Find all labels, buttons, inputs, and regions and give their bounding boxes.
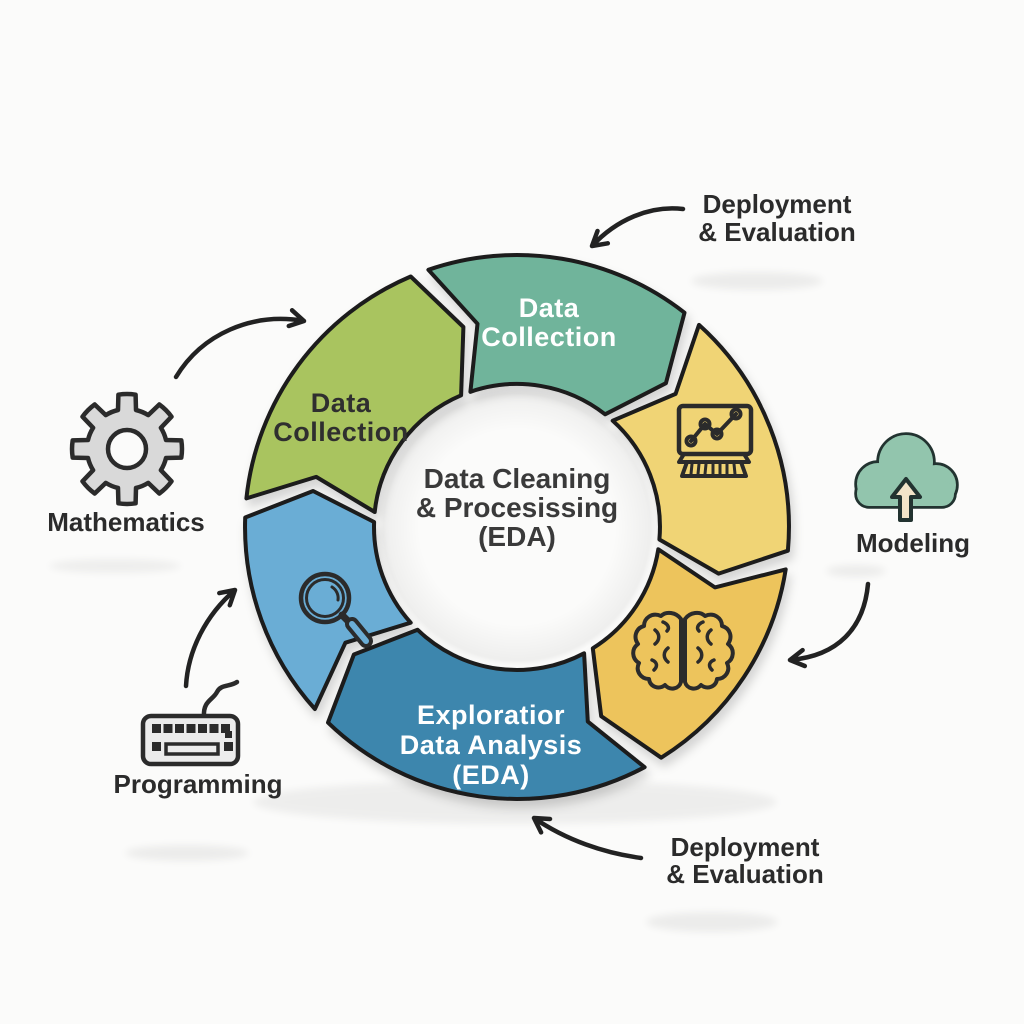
shadow-mathematics <box>49 559 181 573</box>
segment-exploratory-data-analysis <box>326 627 647 801</box>
callout-mathematics-label: Mathematics <box>47 507 205 537</box>
callout-deployment-top-line-1: Deployment <box>703 189 852 219</box>
segment-label-eda-1: Exploratior <box>417 700 565 730</box>
segment-label-data-collection-left-2: Collection <box>273 417 409 447</box>
brain-icon <box>631 610 735 691</box>
shadow-top-right <box>691 272 823 290</box>
segment-label-eda-2: Data Analysis <box>400 730 583 760</box>
arrow-to-data-collection-top <box>589 206 686 249</box>
process-ring <box>243 253 791 801</box>
callout-deployment-top-line-2: & Evaluation <box>698 217 855 247</box>
callout-labels: Deployment & Evaluation Modeling Deploym… <box>47 189 970 889</box>
segment-data-collection-left <box>244 274 466 514</box>
center-circle <box>378 388 656 666</box>
shadow-bottom <box>646 912 778 932</box>
segment-data-collection-top <box>426 253 687 417</box>
magnifier-icon <box>298 571 373 648</box>
keyboard-icon <box>140 679 241 767</box>
callout-arrows <box>173 206 871 861</box>
segment-brain <box>590 547 788 760</box>
center-text: Data Cleaning & Procesissing (EDA) <box>416 463 618 552</box>
keyboard-keys <box>152 724 233 751</box>
segment-labels: Data Collection Data Collection Explorat… <box>273 293 617 790</box>
cloud-body <box>857 435 956 506</box>
center-line-3: (EDA) <box>478 521 556 552</box>
gear-icon <box>69 391 185 507</box>
upload-arrow <box>890 477 922 522</box>
arrow-to-brain-segment <box>787 581 871 669</box>
segment-label-data-collection-top-2: Collection <box>481 322 617 352</box>
callout-programming-label: Programming <box>113 769 282 799</box>
arrow-to-search-segment <box>183 587 238 689</box>
segment-presentation-chart <box>610 322 791 576</box>
callout-modeling-label: Modeling <box>856 528 970 558</box>
segment-label-data-collection-top-1: Data <box>519 293 580 323</box>
arrow-to-eda-segment <box>531 815 644 861</box>
shadow-modeling <box>826 565 886 577</box>
callout-deployment-bottom-line-1: Deployment <box>671 832 820 862</box>
cloud-upload-icon <box>854 432 959 522</box>
soft-shadows <box>49 272 886 932</box>
center-line-2: & Procesissing <box>416 492 618 523</box>
callout-deployment-bottom-line-2: & Evaluation <box>666 859 823 889</box>
center-line-1: Data Cleaning <box>424 463 611 494</box>
segment-search <box>243 489 413 711</box>
segment-label-eda-3: (EDA) <box>452 760 530 790</box>
arrow-to-data-collection-left <box>173 308 307 380</box>
segment-label-data-collection-left-1: Data <box>311 388 372 418</box>
ring-shadow <box>253 780 777 824</box>
chart-board-icon <box>676 403 754 478</box>
shadow-programming <box>125 845 249 861</box>
